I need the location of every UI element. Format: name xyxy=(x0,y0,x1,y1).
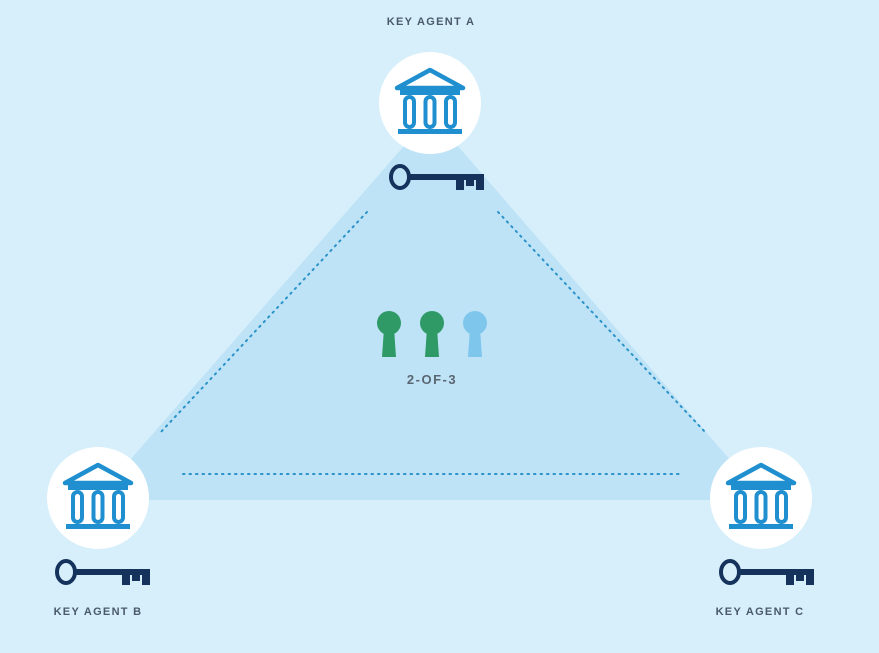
keyhole-group xyxy=(377,311,487,357)
agent-b-badge xyxy=(47,447,149,549)
agent-a-badge xyxy=(379,52,481,154)
keyhole-icon-1 xyxy=(377,311,401,357)
agent-a xyxy=(379,52,486,192)
agent-c-label: KEY AGENT C xyxy=(715,606,805,618)
dotted-line-a-b xyxy=(159,211,368,434)
keyhole-icon-2 xyxy=(420,311,444,357)
agent-b-label: KEY AGENT B xyxy=(53,606,143,618)
agent-a-label: KEY AGENT A xyxy=(386,16,476,28)
signing-triangle xyxy=(95,115,765,500)
agent-c-badge xyxy=(710,447,812,549)
keyhole-icon-3 xyxy=(463,311,487,357)
threshold-label: 2-OF-3 xyxy=(406,372,458,387)
agent-c xyxy=(710,447,816,587)
agent-b xyxy=(47,447,152,587)
key-icon xyxy=(55,559,152,587)
dotted-line-a-c xyxy=(497,211,707,434)
key-icon xyxy=(719,559,816,587)
